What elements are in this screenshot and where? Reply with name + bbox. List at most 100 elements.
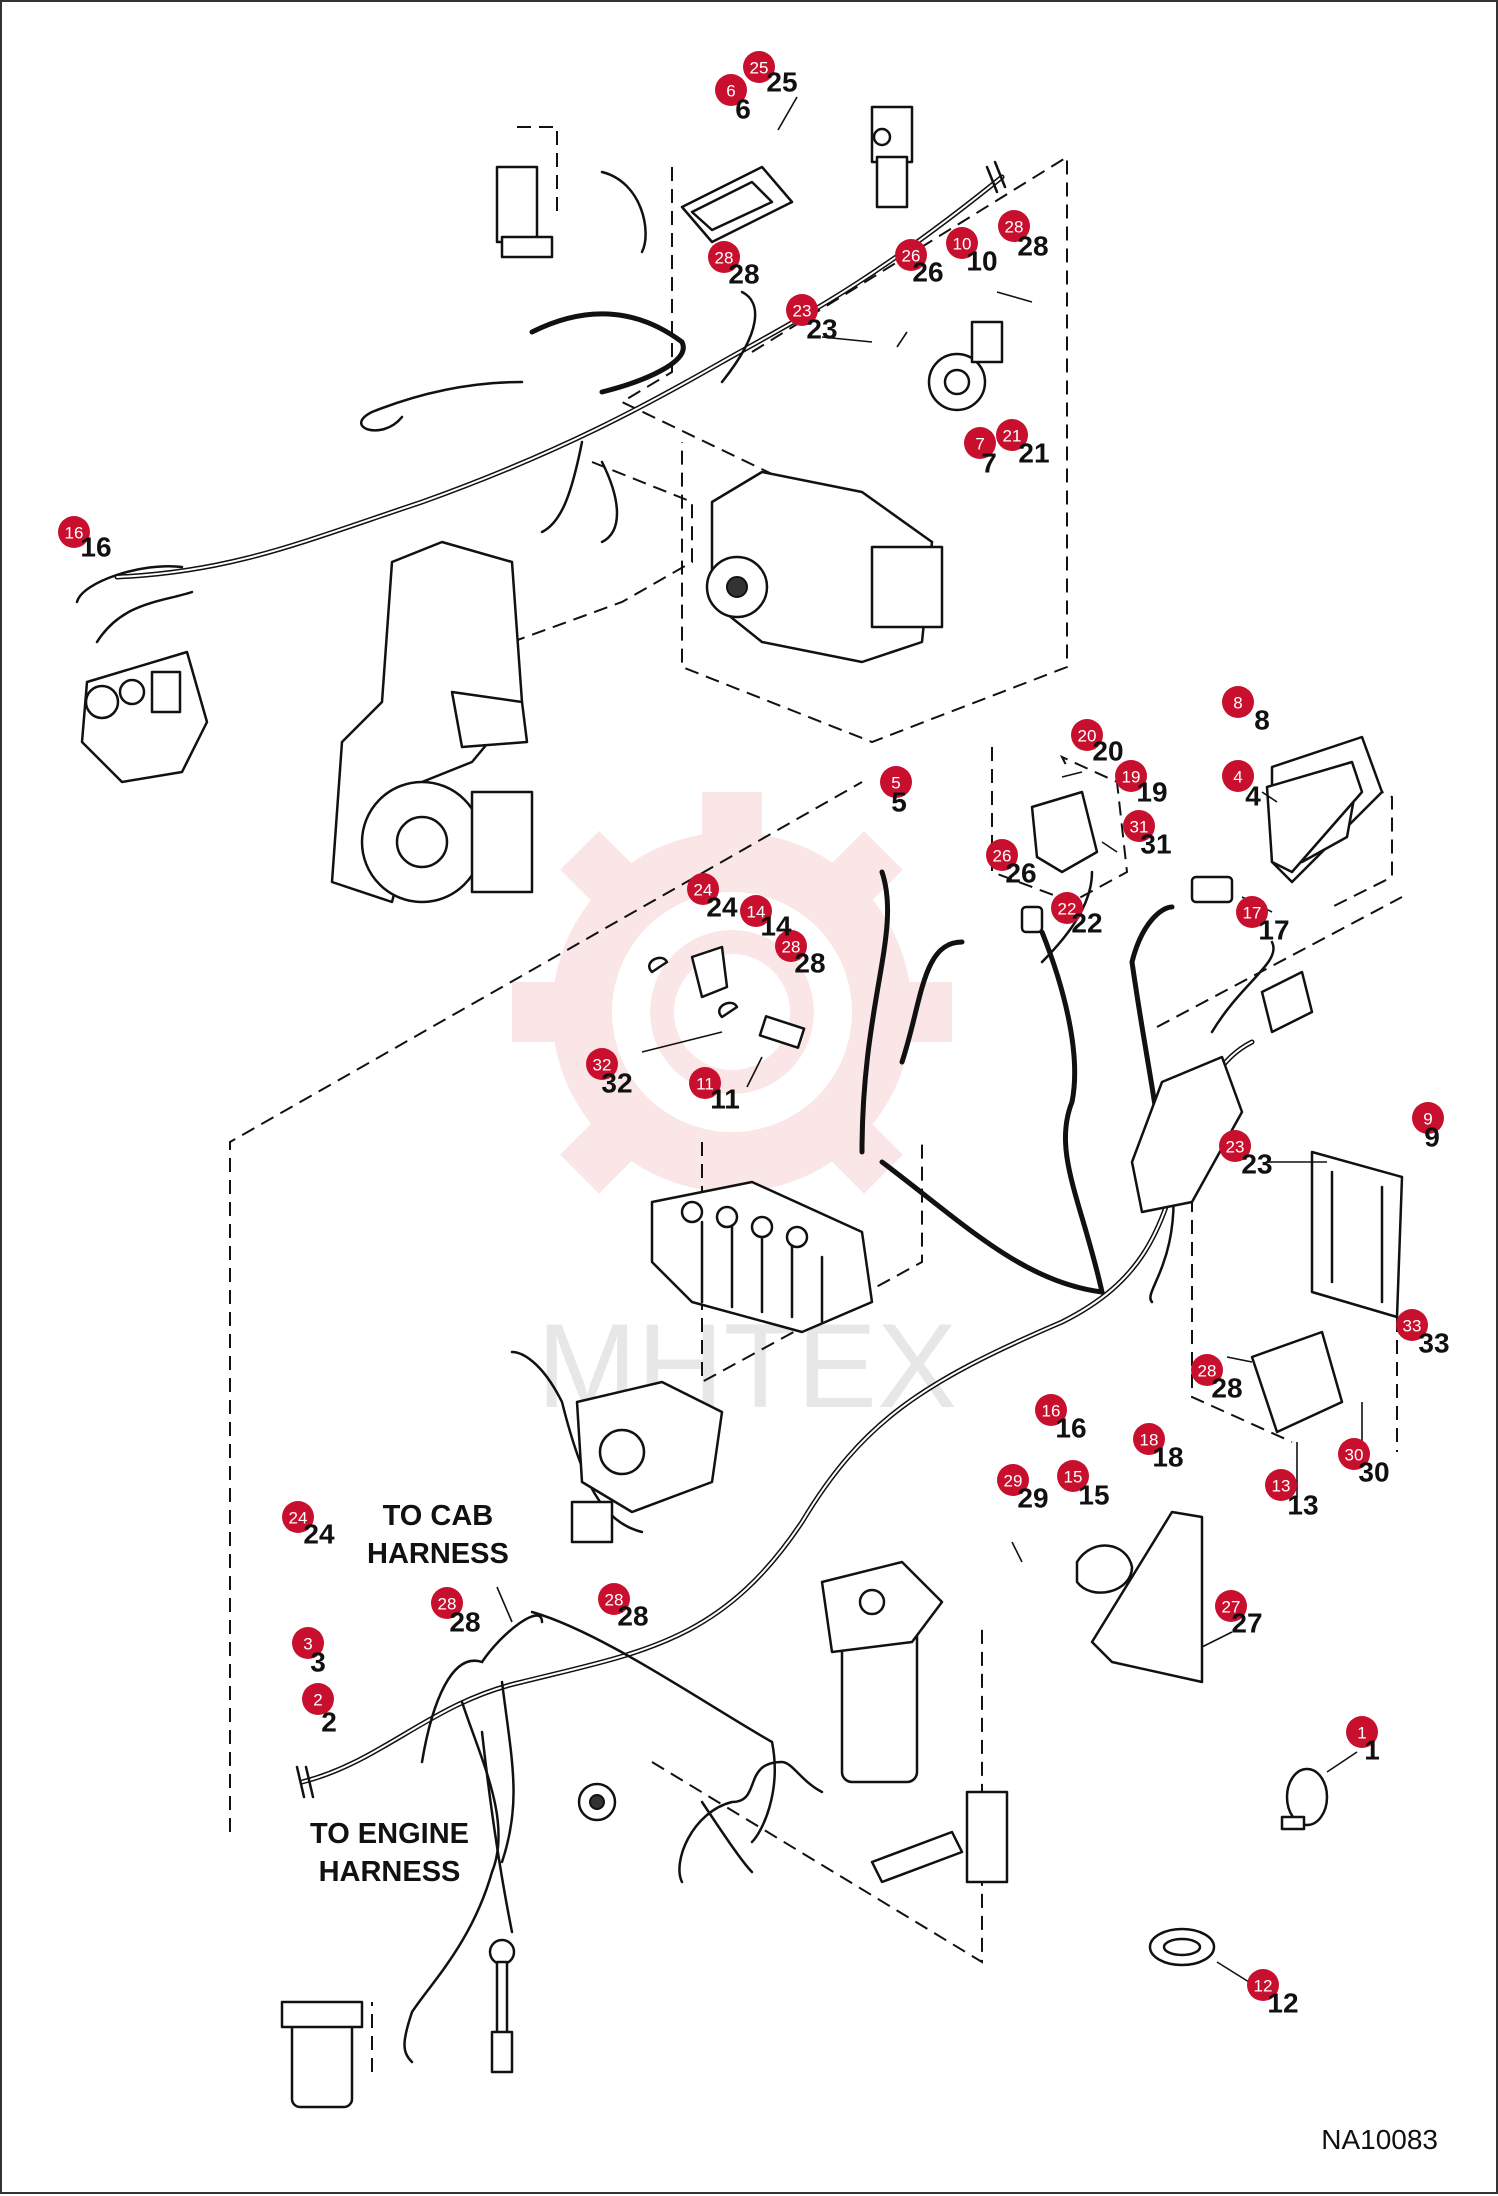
callout-circle[interactable] — [1215, 1590, 1247, 1622]
callout-badge[interactable]: 28 — [598, 1583, 630, 1615]
callout-circle[interactable] — [1123, 810, 1155, 842]
callout-badge[interactable]: 23 — [1219, 1130, 1251, 1162]
callout-circle[interactable] — [1115, 760, 1147, 792]
callout-badge[interactable]: 2 — [302, 1683, 334, 1715]
callout-circle[interactable] — [1133, 1423, 1165, 1455]
callout-circle[interactable] — [946, 227, 978, 259]
callout-badge[interactable]: 6 — [715, 74, 747, 106]
callout-badge[interactable]: 16 — [1035, 1394, 1067, 1426]
callout-circle[interactable] — [740, 895, 772, 927]
callout-circle[interactable] — [786, 294, 818, 326]
callout-circle[interactable] — [1051, 892, 1083, 924]
callout-circle[interactable] — [292, 1627, 324, 1659]
callout-badge[interactable]: 22 — [1051, 892, 1083, 924]
callout-badge[interactable]: 28 — [1191, 1354, 1223, 1386]
relay-fuse-block — [1130, 970, 1314, 1214]
callout-badge[interactable]: 28 — [775, 930, 807, 962]
callout-badge[interactable]: 32 — [586, 1048, 618, 1080]
callout-circle[interactable] — [1412, 1102, 1444, 1134]
callout-badge[interactable]: 28 — [708, 241, 740, 273]
callout-circle[interactable] — [598, 1583, 630, 1615]
callout-badge[interactable]: 9 — [1412, 1102, 1444, 1134]
callout-circle[interactable] — [689, 1067, 721, 1099]
callout-badge[interactable]: 16 — [58, 516, 90, 548]
callout-circle[interactable] — [1247, 1969, 1279, 2001]
callout-badge[interactable]: 17 — [1236, 896, 1268, 928]
callout-circle[interactable] — [1222, 760, 1254, 792]
callout-circle[interactable] — [687, 873, 719, 905]
callout-badge[interactable]: 28 — [431, 1587, 463, 1619]
solenoid-cartridge-top — [870, 105, 914, 209]
callout-number: 28 — [605, 1591, 624, 1610]
callout-circle[interactable] — [880, 766, 912, 798]
callout-badge[interactable]: 29 — [997, 1464, 1029, 1496]
callout-circle[interactable] — [1057, 1460, 1089, 1492]
callout-badge[interactable]: 11 — [689, 1067, 721, 1099]
callout-badge[interactable]: 19 — [1115, 760, 1147, 792]
callout-badge[interactable]: 30 — [1338, 1438, 1370, 1470]
part-number-label: 16 — [80, 532, 111, 563]
callout-circle[interactable] — [775, 930, 807, 962]
callout-circle[interactable] — [1396, 1309, 1428, 1341]
callout-circle[interactable] — [997, 1464, 1029, 1496]
callout-circle[interactable] — [743, 51, 775, 83]
part-number-label: 28 — [728, 259, 759, 290]
watermark-gear-logo — [512, 792, 952, 1232]
callout-number: 13 — [1272, 1477, 1291, 1496]
callout-badge[interactable]: 28 — [998, 210, 1030, 242]
callout-badge[interactable]: 14 — [740, 895, 772, 927]
callout-badge[interactable]: 33 — [1396, 1309, 1428, 1341]
callout-circle[interactable] — [1338, 1438, 1370, 1470]
callout-badge[interactable]: 27 — [1215, 1590, 1247, 1622]
callout-badge[interactable]: 26 — [986, 839, 1018, 871]
to-cab-line: TO CAB — [382, 1500, 494, 1532]
callout-badge[interactable]: 31 — [1123, 810, 1155, 842]
callout-circle[interactable] — [895, 239, 927, 271]
callout-badge[interactable]: 7 — [964, 427, 996, 459]
callout-circle[interactable] — [708, 241, 740, 273]
callout-badge[interactable]: 24 — [282, 1501, 314, 1533]
callout-circle[interactable] — [998, 210, 1030, 242]
callout-circle[interactable] — [1219, 1130, 1251, 1162]
callout-badge[interactable]: 23 — [786, 294, 818, 326]
callout-badge[interactable]: 8 — [1222, 686, 1254, 718]
part-number-label: 24 — [706, 892, 738, 923]
callout-badge[interactable]: 5 — [880, 766, 912, 798]
callout-badge[interactable]: 21 — [996, 419, 1028, 451]
callout-circle[interactable] — [1071, 719, 1103, 751]
clamp-15 — [1075, 1544, 1134, 1594]
callout-circle[interactable] — [1222, 686, 1254, 718]
callout-circle[interactable] — [431, 1587, 463, 1619]
callout-circle[interactable] — [1265, 1469, 1297, 1501]
callout-badge[interactable]: 10 — [946, 227, 978, 259]
callout-circle[interactable] — [1191, 1354, 1223, 1386]
callout-badge[interactable]: 18 — [1133, 1423, 1165, 1455]
callout-badge[interactable]: 25 — [743, 51, 775, 83]
callout-badge[interactable]: 20 — [1071, 719, 1103, 751]
callout-circle[interactable] — [996, 419, 1028, 451]
callout-circle[interactable] — [58, 516, 90, 548]
callout-circle[interactable] — [964, 427, 996, 459]
callout-circle[interactable] — [986, 839, 1018, 871]
callout-badge[interactable]: 24 — [687, 873, 719, 905]
callout-circle[interactable] — [282, 1501, 314, 1533]
callout-badge[interactable]: 4 — [1222, 760, 1254, 792]
callout-circle[interactable] — [715, 74, 747, 106]
upper-wiring-harness — [75, 170, 1005, 644]
cylinder-11 — [758, 1015, 806, 1049]
part-number-label: 15 — [1078, 1480, 1109, 1511]
callout-badge[interactable]: 12 — [1247, 1969, 1279, 2001]
callout-badge[interactable]: 15 — [1057, 1460, 1089, 1492]
callout-circle[interactable] — [1035, 1394, 1067, 1426]
callout-badge[interactable]: 26 — [895, 239, 927, 271]
callout-circle[interactable] — [1346, 1716, 1378, 1748]
callout-badge[interactable]: 1 — [1346, 1716, 1378, 1748]
part-number-label: 28 — [449, 1607, 480, 1638]
callout-circle[interactable] — [302, 1683, 334, 1715]
callout-circle[interactable] — [1236, 896, 1268, 928]
callout-badge[interactable]: 13 — [1265, 1469, 1297, 1501]
callout-number: 23 — [793, 302, 812, 321]
callout-badge[interactable]: 3 — [292, 1627, 324, 1659]
callout-circle[interactable] — [586, 1048, 618, 1080]
